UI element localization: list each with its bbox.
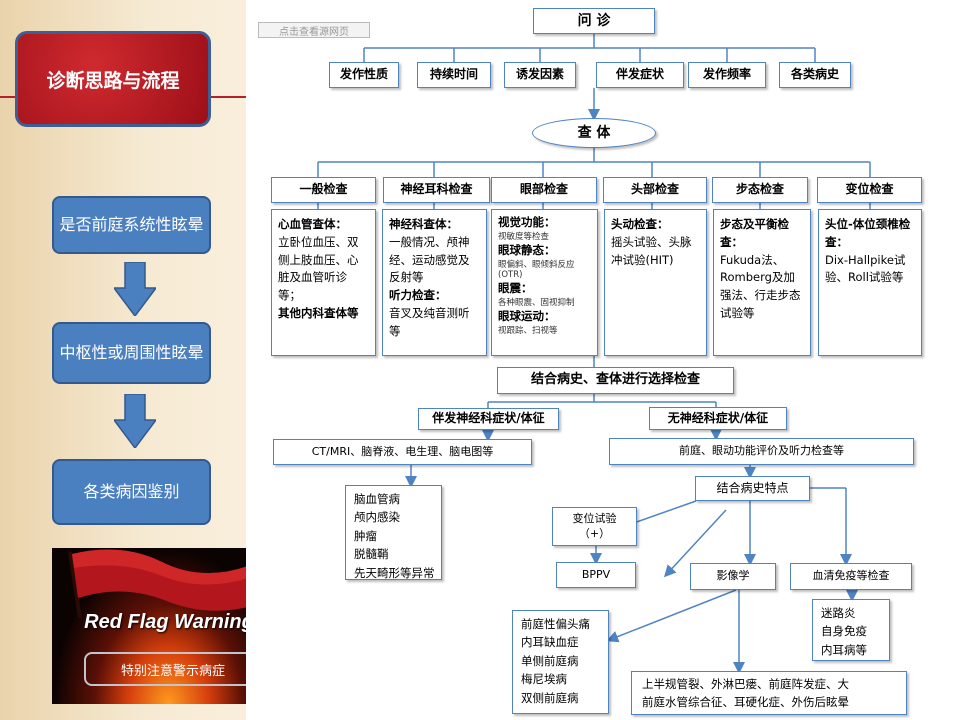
history-item-past-history: 各类病史 (779, 62, 851, 88)
down-arrow-icon (114, 394, 156, 448)
bppv-node: BPPV (556, 562, 636, 588)
exam-general: 一般检查 (271, 177, 376, 203)
central-causes-list: 脑血管病 颅内感染 肿瘤 脱髓鞘 先天畸形等异常 (345, 485, 442, 580)
red-flag-caption: 特别注意警示病症 (84, 652, 262, 686)
exam-gait-detail: 步态及平衡检查： Fukuda法、Romberg及加强法、行走步态试验等 (713, 209, 811, 356)
left-panel: 诊断思路与流程 是否前庭系统性眩晕 中枢性或周围性眩晕 各类病因鉴别 Red F… (0, 0, 285, 720)
structural-causes-list: 上半规管裂、外淋巴瘘、前庭阵发症、大 前庭水管综合征、耳硬化症、外伤后眩晕 (631, 671, 907, 715)
vestibular-eval-node: 前庭、眼动功能评价及听力检查等 (609, 438, 914, 465)
flowchart-connectors (317, 34, 871, 674)
imaging-node: 影像学 (690, 563, 776, 590)
down-arrow-icon (114, 262, 156, 316)
physical-exam-node: 查 体 (532, 118, 656, 148)
exam-positional: 变位检查 (817, 177, 922, 203)
history-item-frequency: 发作频率 (688, 62, 766, 88)
exam-general-detail: 心血管查体： 立卧位血压、双侧上肢血压、心脏及血管听诊等； 其他内科查体等 (271, 209, 376, 356)
exam-head-detail: 头动检查： 摇头试验、头脉冲试验(HIT) (604, 209, 707, 356)
history-item-duration: 持续时间 (417, 62, 491, 88)
serology-node: 血清免疫等检查 (790, 563, 912, 590)
history-taking-node: 问 诊 (533, 8, 655, 34)
history-item-symptoms: 伴发症状 (596, 62, 684, 88)
peripheral-causes-list: 前庭性偏头痛 内耳缺血症 单侧前庭病 梅尼埃病 双侧前庭病 (512, 610, 609, 714)
step-central-peripheral: 中枢性或周围性眩晕 (52, 322, 211, 384)
slide-title: 诊断思路与流程 (15, 31, 211, 127)
without-neuro-signs-node: 无神经科症状/体征 (649, 407, 787, 430)
red-flag-title: Red Flag Warning (84, 611, 254, 633)
history-features-node: 结合病史特点 (695, 476, 810, 501)
exam-gait: 步态检查 (712, 177, 808, 203)
flag-icon (68, 549, 252, 618)
combine-exam-node: 结合病史、查体进行选择检查 (497, 367, 734, 394)
with-neuro-signs-node: 伴发神经科症状/体征 (418, 408, 559, 430)
exam-eye-detail: 视觉功能： 视敏度等检查 眼球静态： 眼偏斜、眼倾斜反应(OTR) 眼震： 各种… (491, 209, 598, 356)
exam-positional-detail: 头位-体位颈椎检查： Dix-Hallpike试验、Roll试验等 (818, 209, 922, 356)
view-source-link[interactable]: 点击查看源网页 (258, 22, 370, 38)
immune-causes-list: 迷路炎 自身免疫 内耳病等 (812, 599, 890, 661)
history-item-triggers: 诱发因素 (504, 62, 576, 88)
step-etiology: 各类病因鉴别 (52, 459, 211, 525)
ct-mri-node: CT/MRI、脑脊液、电生理、脑电图等 (273, 439, 532, 465)
positional-test-node: 变位试验 （+） (552, 507, 637, 546)
exam-eye: 眼部检查 (491, 177, 597, 203)
diagnosis-flowchart: 点击查看源网页 问 诊 发作性质 持续时间 诱发因素 伴发症状 发作频率 各类病… (246, 0, 960, 720)
exam-neuro-ent: 神经耳科检查 (383, 177, 490, 203)
exam-neuro-ent-detail: 神经科查体： 一般情况、颅神经、运动感觉及反射等 听力检查： 音叉及纯音测听等 (382, 209, 487, 356)
history-item-nature: 发作性质 (329, 62, 399, 88)
step-vestibular: 是否前庭系统性眩晕 (52, 196, 211, 254)
exam-head: 头部检查 (603, 177, 707, 203)
